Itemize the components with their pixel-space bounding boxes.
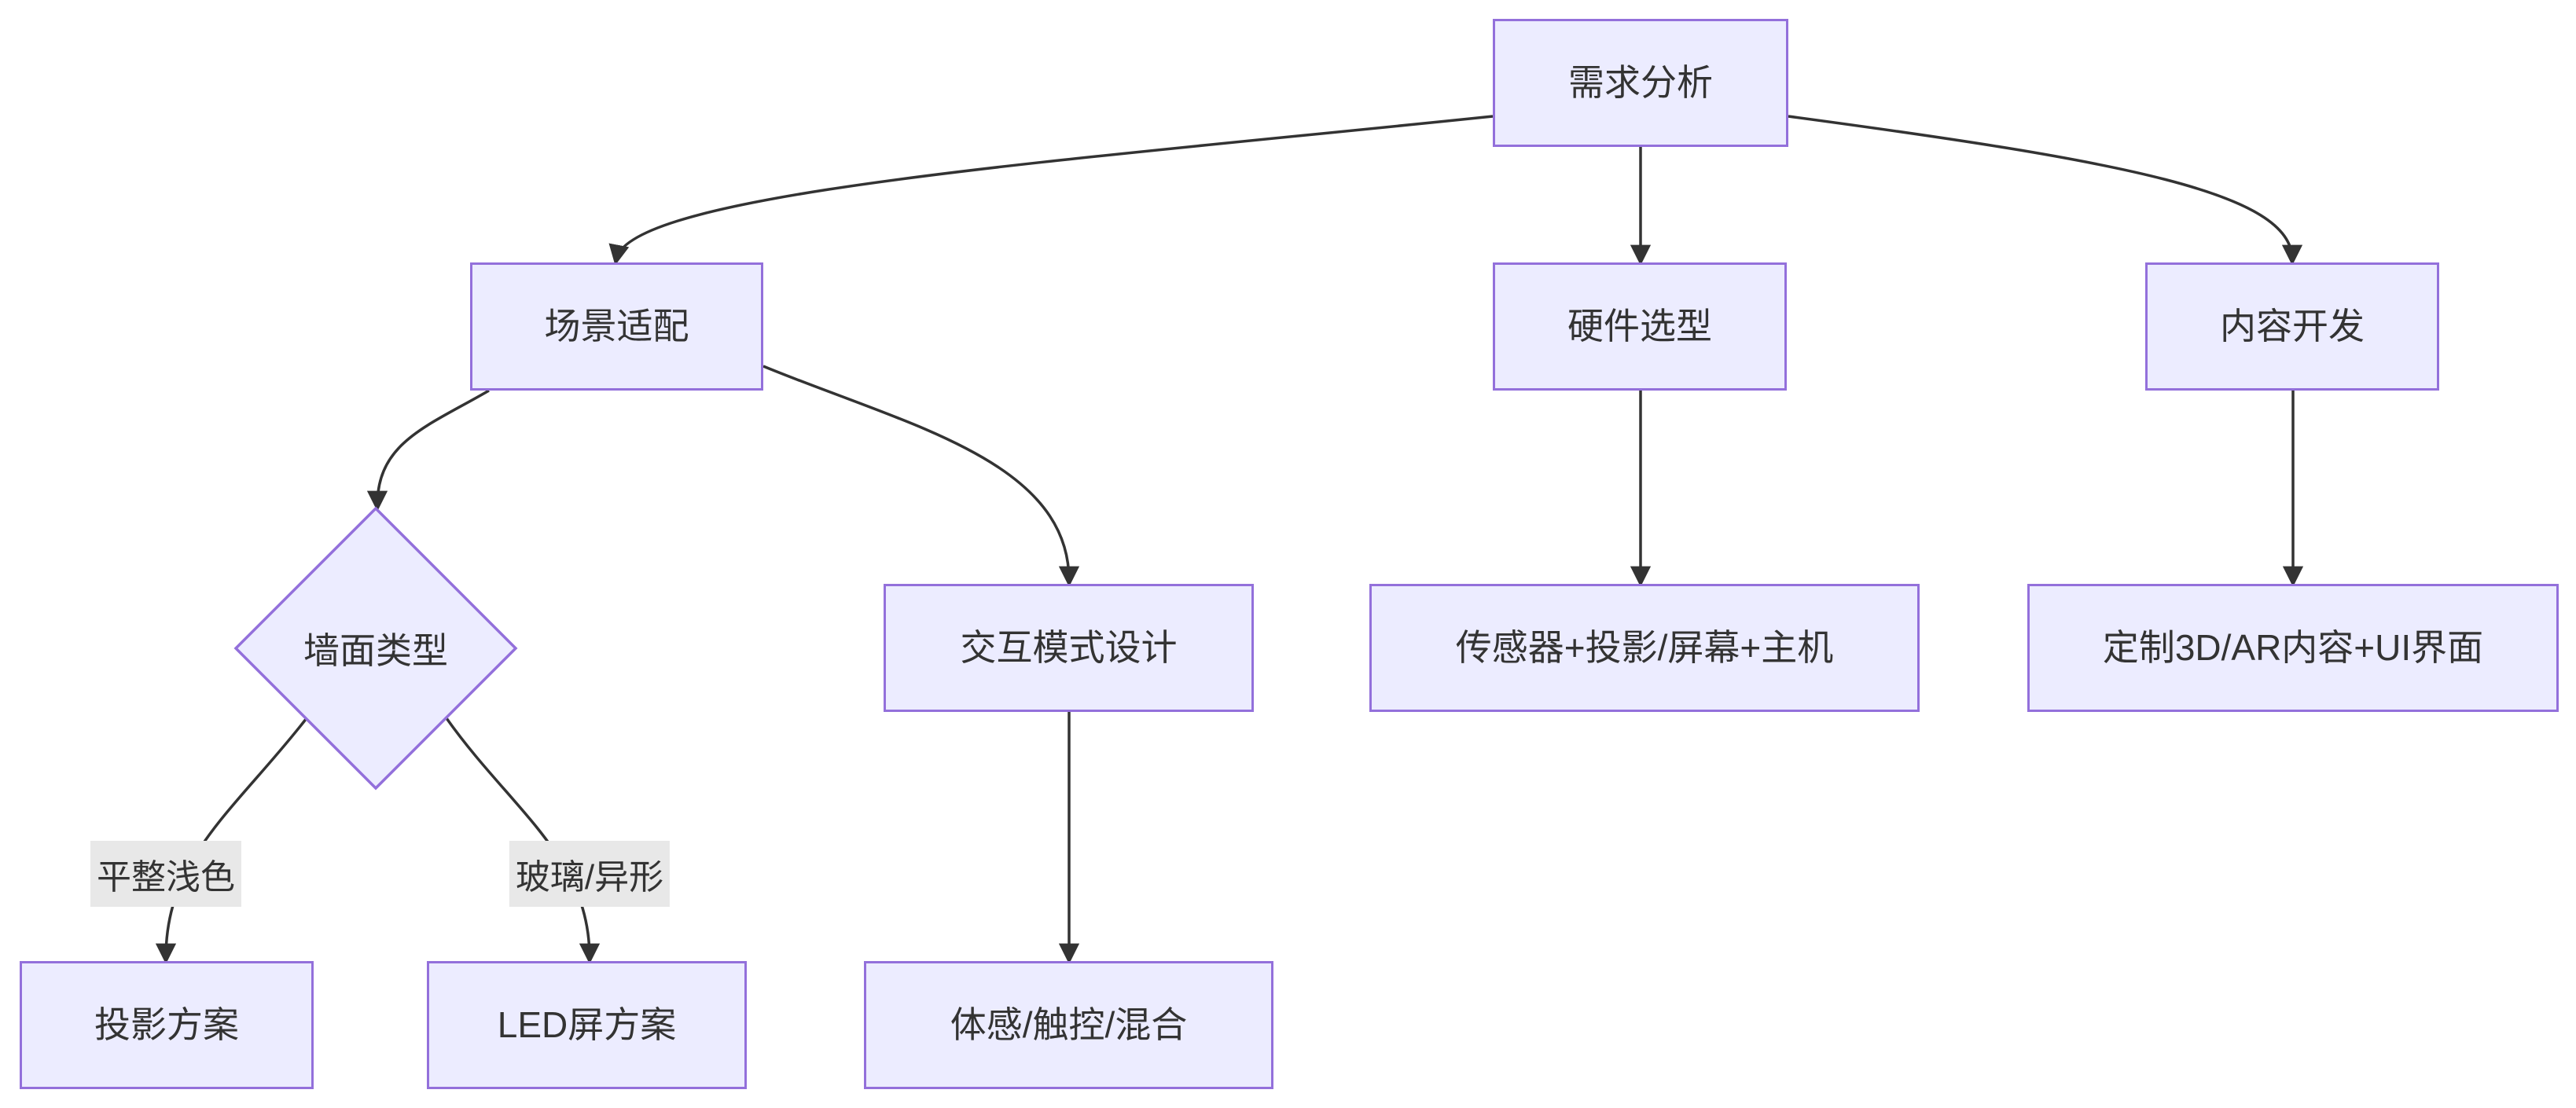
edge-requirements-to-scene	[608, 115, 1494, 266]
edge-label-glass-irregular-wall: 玻璃/异形	[509, 841, 671, 907]
node-sensors-projection-screen-host: 传感器+投影/屏幕+主机	[1369, 584, 1920, 712]
edge-scene-to-interaction	[763, 365, 1080, 587]
node-interaction-mode-design: 交互模式设计	[884, 584, 1254, 712]
node-custom-3d-ar-ui: 定制3D/AR内容+UI界面	[2027, 584, 2559, 712]
edge-scene-to-walltype	[366, 389, 490, 512]
node-led-screen-solution: LED屏方案	[427, 961, 747, 1089]
edge-walltype-to-led	[445, 717, 601, 964]
node-wall-type-diamond	[233, 506, 518, 791]
edge-requirements-to-content	[1788, 115, 2303, 266]
node-projection-solution: 投影方案	[20, 961, 314, 1089]
node-wall-type-label: 墙面类型	[303, 630, 448, 671]
node-requirements-analysis: 需求分析	[1493, 19, 1788, 147]
node-content-development: 内容开发	[2145, 262, 2439, 391]
edge-label-flat-light-wall: 平整浅色	[90, 841, 241, 907]
node-scene-adaptation: 场景适配	[470, 262, 763, 391]
node-hardware-selection: 硬件选型	[1493, 262, 1787, 391]
edge-walltype-to-projection	[155, 717, 308, 964]
node-motion-touch-hybrid: 体感/触控/混合	[864, 961, 1273, 1089]
